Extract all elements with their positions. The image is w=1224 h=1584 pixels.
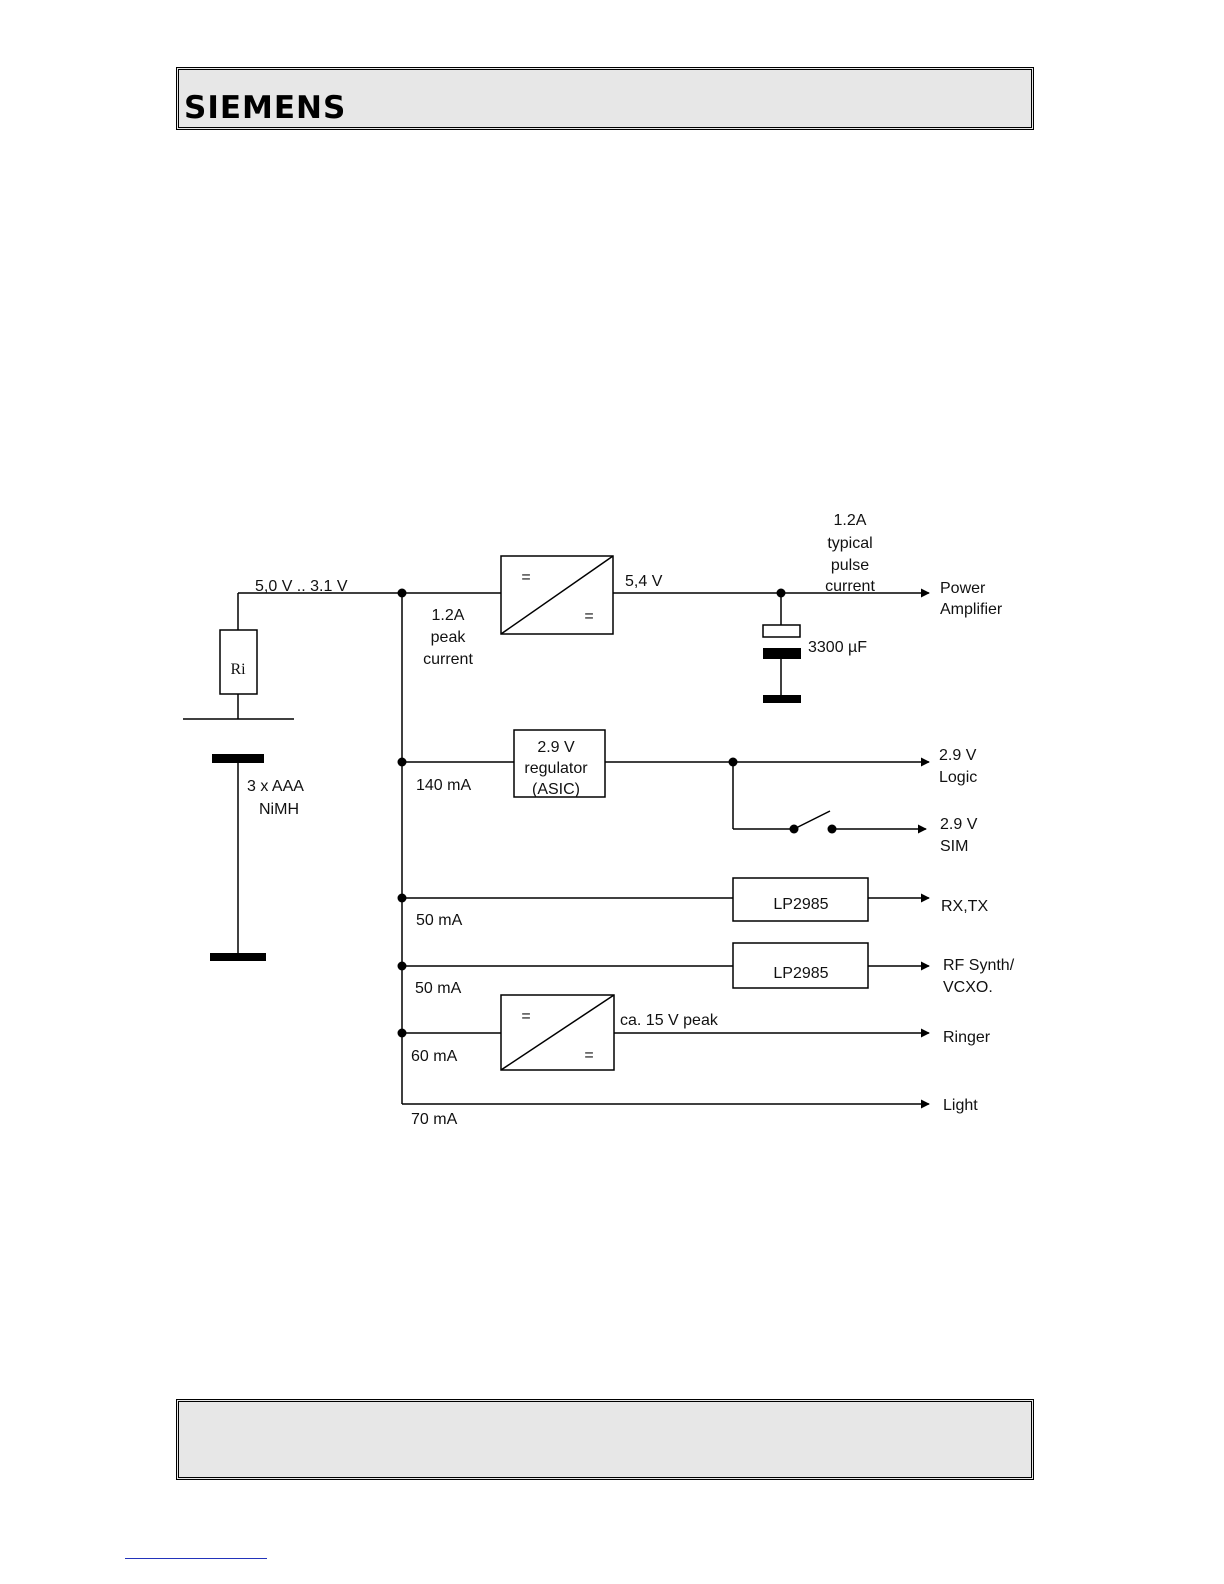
light-current-label: 70 mA — [411, 1111, 458, 1128]
sim-switch-lever — [794, 811, 830, 829]
ldo-rf-label: LP2985 — [773, 965, 828, 982]
battery-positive-plate — [212, 754, 264, 763]
boost-output-label: 5,4 V — [625, 573, 663, 590]
switch-contact — [828, 825, 837, 834]
resistor-label: Ri — [230, 661, 246, 678]
peak-current-label: current — [423, 651, 473, 668]
battery-label: 3 x AAA — [247, 778, 304, 795]
ringer-current-label: 60 mA — [411, 1048, 458, 1065]
pulse-current-label: 1.2A — [834, 512, 867, 529]
dcdc-symbol: = — [584, 1047, 593, 1064]
dcdc-boost-diagonal — [501, 556, 613, 634]
pulse-current-label: current — [825, 578, 875, 595]
rf-output-label: VCXO. — [943, 979, 993, 996]
ldo-rxtx-label: LP2985 — [773, 896, 828, 913]
rxtx-current-label: 50 mA — [416, 912, 463, 929]
regulator-label: regulator — [524, 760, 588, 777]
capacitor-negative-plate — [763, 648, 801, 659]
sim-output-label: 2.9 V — [940, 816, 978, 833]
junction-dot — [398, 1029, 407, 1038]
sim-output-label: SIM — [940, 838, 968, 855]
rf-current-label: 50 mA — [415, 980, 462, 997]
ground-bar — [763, 695, 801, 703]
dcdc-symbol: = — [521, 1008, 530, 1025]
junction-dot — [398, 894, 407, 903]
ringer-output-label: Ringer — [943, 1029, 991, 1046]
pa-output-label: Power — [940, 580, 986, 597]
capacitor-positive-plate — [763, 625, 800, 637]
peak-current-label: 1.2A — [432, 607, 465, 624]
switch-contact — [790, 825, 799, 834]
footer-box — [176, 1399, 1034, 1480]
pulse-current-label: typical — [827, 535, 872, 552]
logic-current-label: 140 mA — [416, 777, 471, 794]
pa-output-label: Amplifier — [940, 601, 1003, 618]
dcdc-symbol: = — [521, 569, 530, 586]
ringer-peak-label: ca. 15 V peak — [620, 1012, 719, 1029]
junction-dot — [729, 758, 738, 767]
pulse-current-label: pulse — [831, 557, 869, 574]
battery-negative-plate — [210, 953, 266, 961]
peak-current-label: peak — [431, 629, 467, 646]
light-output-label: Light — [943, 1097, 978, 1114]
capacitor-label: 3300 µF — [808, 639, 867, 656]
junction-dot — [777, 589, 786, 598]
junction-dot — [398, 962, 407, 971]
battery-label: NiMH — [259, 801, 299, 818]
junction-dot — [398, 589, 407, 598]
dcdc-symbol: = — [584, 608, 593, 625]
junction-dot — [398, 758, 407, 767]
logic-output-label: Logic — [939, 769, 977, 786]
rf-output-label: RF Synth/ — [943, 957, 1015, 974]
supply-range-label: 5,0 V .. 3.1 V — [255, 578, 348, 595]
dcdc-ringer-diagonal — [501, 995, 614, 1070]
rxtx-output-label: RX,TX — [941, 898, 988, 915]
regulator-label: 2.9 V — [537, 739, 575, 756]
regulator-label: (ASIC) — [532, 781, 580, 798]
link-underline — [125, 1558, 267, 1559]
logic-output-label: 2.9 V — [939, 747, 977, 764]
